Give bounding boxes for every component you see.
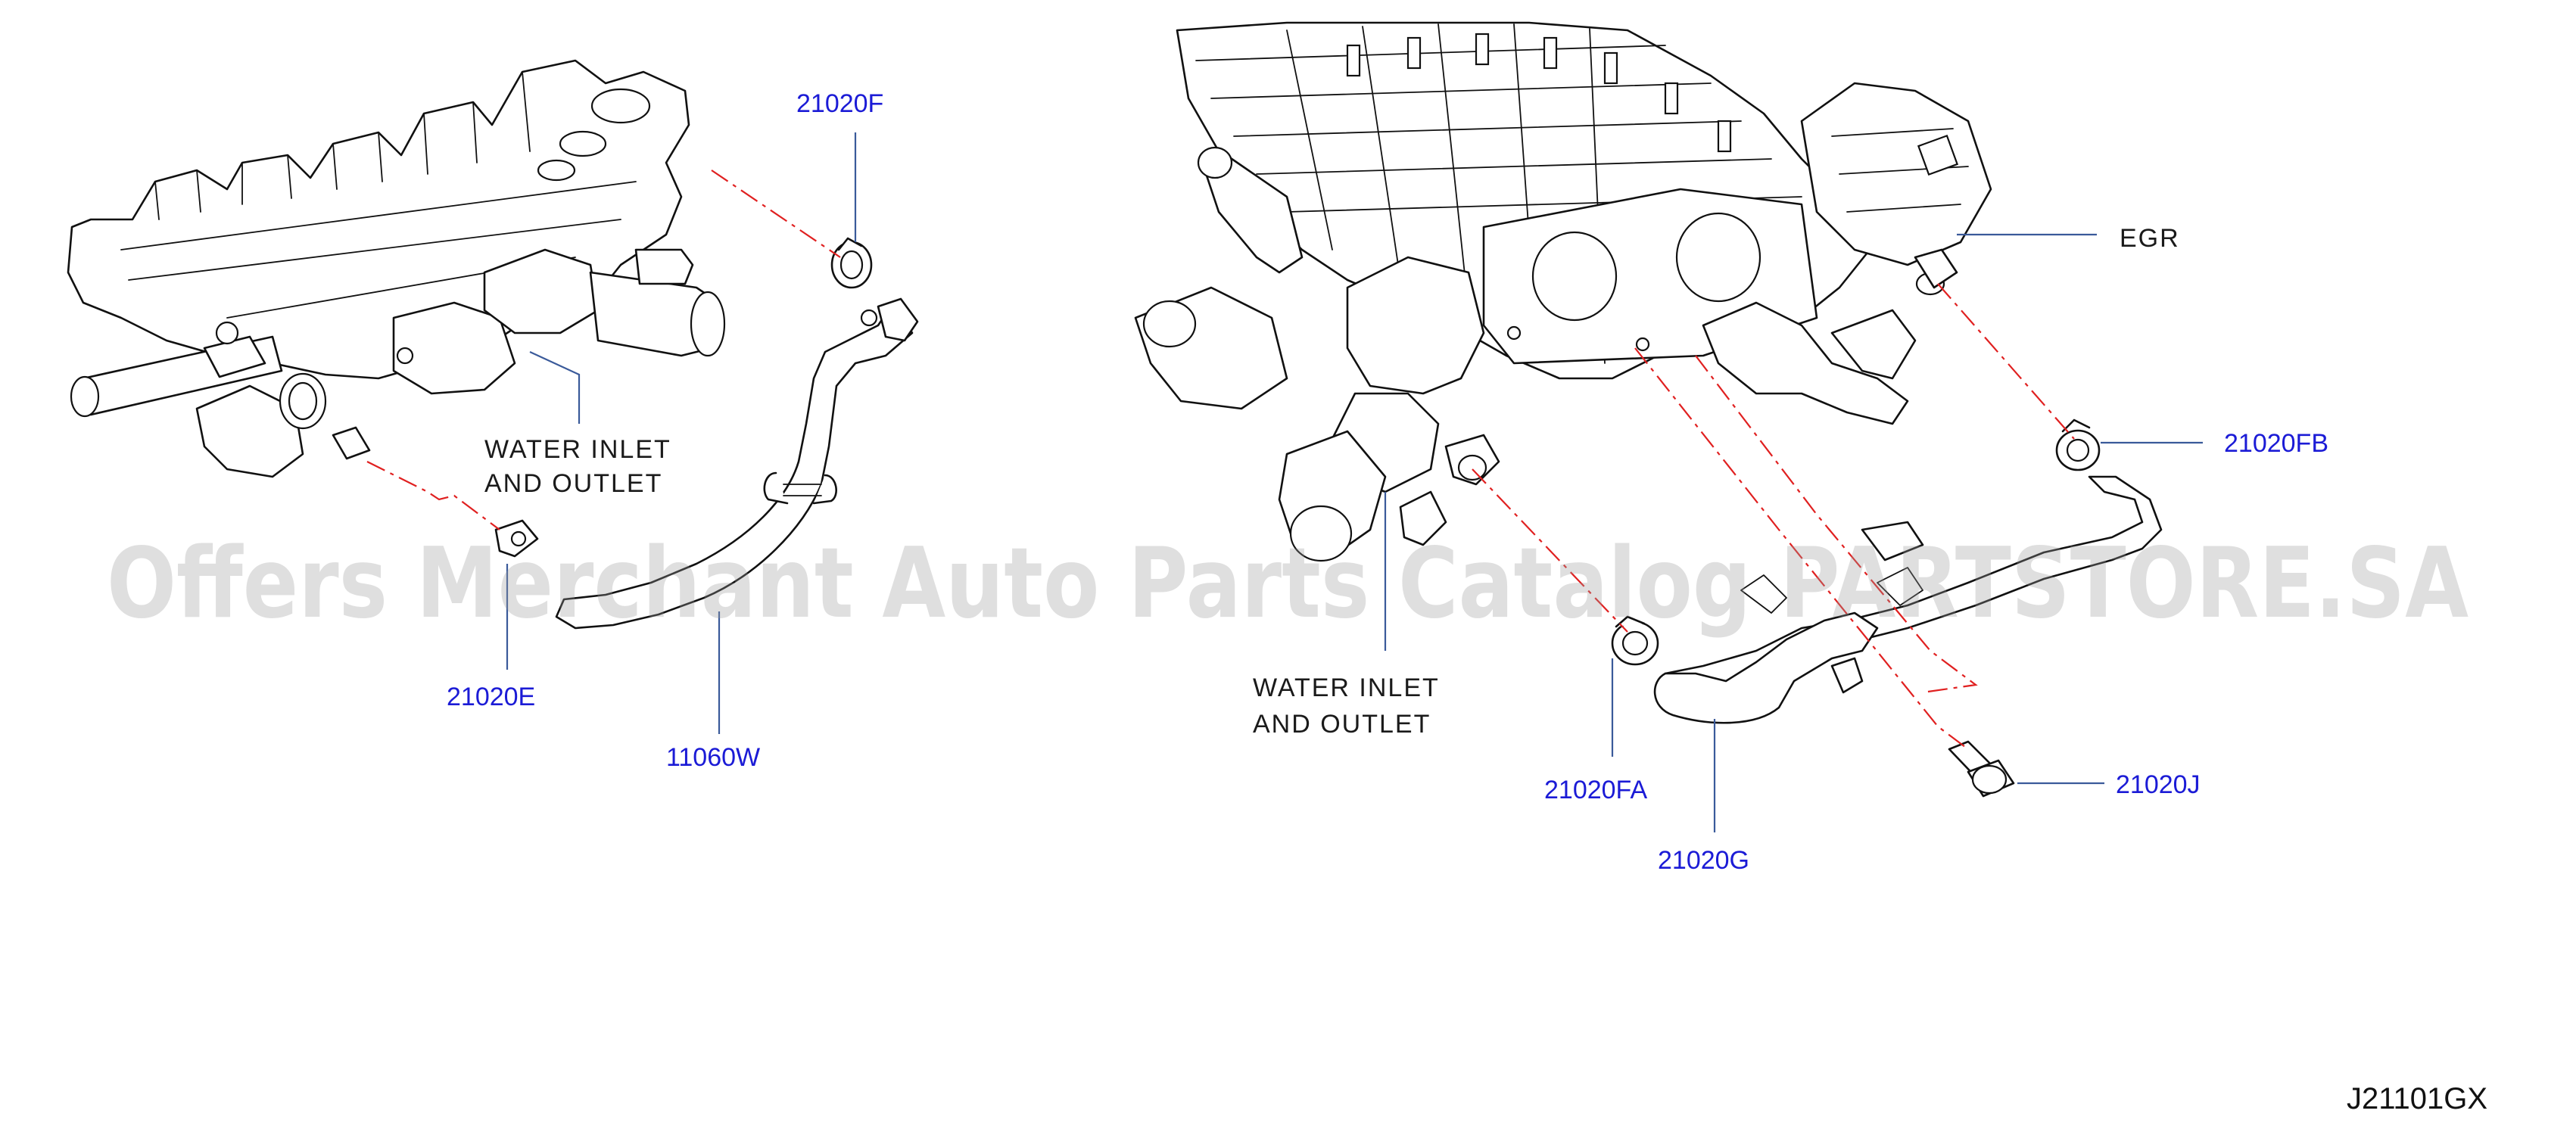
left-manifold-drawing	[67, 59, 726, 478]
clip-21020fb-drawing	[2055, 418, 2101, 471]
clip-21020e-drawing	[494, 519, 539, 558]
part-label-21020fb[interactable]: 21020FB	[2224, 429, 2328, 458]
egr-label: EGR	[2120, 224, 2180, 253]
left-water-inlet-label-line1: WATER INLET	[484, 435, 671, 464]
right-dash-line-21020j	[1634, 347, 1969, 750]
part-label-21020fa[interactable]: 21020FA	[1544, 776, 1647, 804]
leader-left-water-inlet	[529, 351, 581, 424]
right-assembly: EGR 21020FB 21020FA 21020G 21020J WATER …	[1134, 21, 2328, 875]
hose-11060w-drawing	[555, 297, 919, 630]
clip-21020f-drawing	[830, 237, 873, 289]
right-water-inlet-label-line1: WATER INLET	[1253, 673, 1440, 702]
right-engine-block-drawing	[1134, 21, 1992, 562]
diagram-code-label: J21101GX	[2347, 1082, 2487, 1115]
watermark-text: Offers Merchant Auto Parts Catalog PARTS…	[107, 527, 2469, 640]
left-dash-line-21020e	[366, 461, 500, 530]
part-label-21020g[interactable]: 21020G	[1658, 846, 1749, 875]
part-label-11060w[interactable]: 11060W	[666, 743, 760, 772]
left-water-inlet-label-line2: AND OUTLET	[484, 469, 662, 498]
clip-21020fa-drawing	[1611, 615, 1659, 666]
right-dash-line-upper	[1695, 355, 1978, 694]
part-label-21020f[interactable]: 21020F	[796, 89, 883, 118]
left-assembly: 21020F 21020E 11060W WATER INLET AND OUT…	[67, 59, 919, 772]
right-water-inlet-label-line2: AND OUTLET	[1253, 710, 1431, 739]
hose-21020g-drawing	[1653, 475, 2163, 724]
left-dash-line-21020f	[711, 170, 841, 258]
right-dash-line-21020fa	[1472, 468, 1628, 633]
bolt-21020j-drawing	[1948, 740, 2015, 798]
right-dash-line-21020fb	[1937, 283, 2075, 440]
part-label-21020j[interactable]: 21020J	[2116, 770, 2201, 799]
part-label-21020e[interactable]: 21020E	[447, 683, 535, 711]
